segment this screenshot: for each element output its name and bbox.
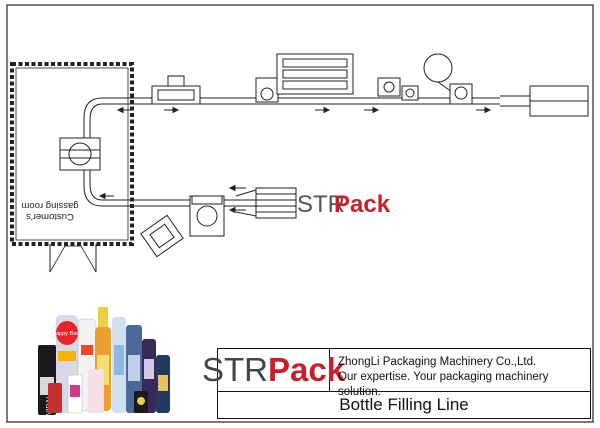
check-station [189, 195, 225, 237]
flow-arrow [315, 106, 331, 114]
labeling-machine [423, 53, 473, 105]
gassing-room: Customer's gassing room [10, 62, 134, 273]
outfeed-table [529, 85, 589, 117]
room-door [49, 244, 97, 273]
drawing-border [6, 4, 594, 423]
flow-arrows [98, 106, 492, 214]
flow-arrow [476, 106, 492, 114]
flow-arrow [116, 106, 132, 114]
company-slogan: Our expertise. Your packaging machinery … [338, 371, 549, 398]
product-cans: VIDAL Happy Base [38, 307, 170, 415]
company-info: ZhongLi Packaging Machinery Co.,Ltd. Our… [330, 349, 590, 398]
unscrambler-station [151, 75, 201, 105]
filling-machine [255, 53, 354, 103]
logo-pack: Pack [267, 351, 346, 388]
company-name: ZhongLi Packaging Machinery Co.,Ltd. [338, 356, 537, 368]
layout-brand-mark: STR Pack [297, 191, 391, 218]
svg-text:Customer's: Customer's [26, 211, 74, 222]
flow-arrow [228, 184, 246, 192]
conveyor-line [83, 95, 530, 207]
gassing-room-label: Customer's gassing room [21, 200, 78, 222]
flow-arrow [364, 106, 380, 114]
rotated-machine [140, 214, 184, 258]
diagram-caption: Bottle Filling Line [218, 391, 590, 418]
logo-str: STR [201, 351, 268, 388]
product-photo: VIDAL Happy Base [38, 307, 170, 415]
svg-text:STR: STR [297, 191, 345, 218]
crimping-station [377, 77, 419, 101]
svg-text:gassing room: gassing room [21, 200, 78, 211]
flow-arrow [164, 106, 180, 114]
accumulation-table [235, 187, 297, 219]
svg-text:Happy Base: Happy Base [52, 331, 82, 337]
flow-arrow [98, 192, 114, 200]
flow-arrow [228, 206, 246, 214]
gassing-machine [59, 137, 101, 171]
svg-text:Pack: Pack [334, 191, 391, 218]
